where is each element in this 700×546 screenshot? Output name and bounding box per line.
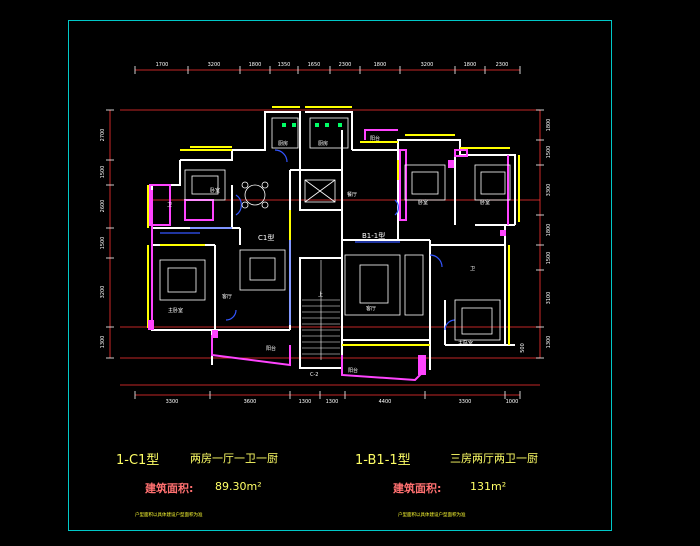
bed-c1-master	[159, 259, 206, 301]
elevator	[304, 179, 336, 203]
unit-tag-right: B1-1型	[362, 231, 385, 240]
unit-tag-left: C1型	[258, 233, 274, 242]
room-label: 卫	[470, 266, 475, 272]
furniture	[159, 117, 511, 341]
room-label: 卧室	[210, 187, 220, 194]
top-dim: 2300	[496, 62, 509, 68]
top-dimension-texts: 1700 3200 1800 1350 1650 2300 1800 3200 …	[156, 62, 509, 68]
drawing-frame	[68, 20, 612, 531]
right-dim: 1800	[546, 119, 552, 132]
top-dim: 1700	[156, 62, 169, 68]
left-area-value: 89.30m²	[215, 480, 262, 493]
right-dim: 1800	[546, 224, 552, 237]
room-label: 厨房	[278, 140, 288, 147]
left-dim: 1300	[100, 336, 106, 349]
right-area-value: 131m²	[470, 480, 507, 493]
top-dim: 3200	[421, 62, 434, 68]
room-label: 阳台	[266, 345, 276, 352]
right-dim: 500	[520, 343, 526, 353]
bottom-dim: 1300	[299, 399, 312, 405]
windows	[147, 106, 520, 346]
room-labels: 厨房 厨房 卧室 卫 主卧室 客厅 阳台 阳台 餐厅 卧室 卧室 卫 客厅 主卧…	[167, 135, 490, 378]
top-dim: 1800	[374, 62, 387, 68]
unit-tags: C1型 B1-1型	[258, 231, 385, 242]
room-label: 阳台	[370, 135, 380, 142]
balcony-columns	[148, 160, 506, 375]
bed-b1-1	[404, 164, 446, 201]
tv-unit-b1	[404, 254, 424, 316]
bottom-dim: 3600	[244, 399, 257, 405]
left-dim: 2700	[100, 129, 106, 142]
sofa-c1	[239, 249, 286, 291]
bottom-dim: 3300	[459, 399, 472, 405]
left-dim: 3200	[100, 286, 106, 299]
left-unit-type: 1-C1型	[116, 453, 160, 468]
room-label: 厨房	[318, 140, 328, 147]
room-label: 卧室	[418, 199, 428, 206]
room-label: 餐厅	[347, 191, 357, 198]
room-label: 客厅	[222, 293, 232, 300]
right-area-note: 户型面积以具体建设户型面积为准	[398, 513, 466, 518]
room-label: C-2	[310, 372, 318, 378]
left-unit-description: 两房一厅一卫一厨	[190, 452, 278, 465]
balcony-rails	[149, 129, 509, 382]
right-unit-type: 1-B1-1型	[355, 453, 411, 468]
top-dim: 1800	[464, 62, 477, 68]
right-dim: 3300	[546, 184, 552, 197]
dimension-ticks	[106, 66, 544, 399]
right-dim: 1300	[546, 336, 552, 349]
top-dim: 1650	[308, 62, 321, 68]
left-area-note: 户型面积以具体建设户型面积为准	[135, 513, 203, 518]
right-dim: 1500	[546, 146, 552, 159]
left-area-label: 建筑面积:	[145, 482, 194, 495]
room-label: 主卧室	[458, 340, 473, 347]
room-label: 卫	[167, 202, 172, 208]
right-dim: 3100	[546, 292, 552, 305]
kitchen-right	[309, 117, 349, 149]
room-label: 客厅	[366, 305, 376, 312]
bottom-dim: 3300	[166, 399, 179, 405]
top-dim: 3200	[208, 62, 221, 68]
left-dim: 1500	[100, 237, 106, 250]
sofa-b1	[344, 254, 401, 316]
bottom-dim: 4400	[379, 399, 392, 405]
left-dim: 2600	[100, 200, 106, 213]
room-label: 阳台	[348, 367, 358, 374]
left-dimension-texts: 2700 1500 2600 1500 3200 1300	[100, 129, 106, 349]
bed-b1-2	[474, 164, 511, 201]
room-label: 上	[318, 291, 323, 298]
kitchen-fixtures	[282, 123, 342, 127]
bottom-dim: 1300	[326, 399, 339, 405]
top-dim: 2300	[339, 62, 352, 68]
right-unit-description: 三房两厅两卫一厨	[450, 452, 538, 465]
stair-treads	[302, 260, 340, 360]
bottom-dim: 1000	[506, 399, 519, 405]
right-dimension-texts: 1800 1500 3300 1800 1500 3100 1300 500	[520, 119, 552, 353]
top-dim: 1350	[278, 62, 291, 68]
bed-c1-top	[184, 169, 226, 201]
room-label: 卧室	[480, 199, 490, 206]
room-label: 主卧室	[168, 307, 183, 314]
left-dim: 1500	[100, 166, 106, 179]
door-lines	[160, 149, 456, 331]
kitchen-left	[271, 117, 299, 149]
bottom-dimension-texts: 3300 3600 1300 1300 4400 3300 1000	[166, 399, 519, 405]
right-dim: 1500	[546, 252, 552, 265]
right-area-label: 建筑面积:	[393, 482, 442, 495]
top-dim: 1800	[249, 62, 262, 68]
dining-table-c1	[244, 184, 266, 206]
bed-b1-master	[454, 299, 501, 341]
